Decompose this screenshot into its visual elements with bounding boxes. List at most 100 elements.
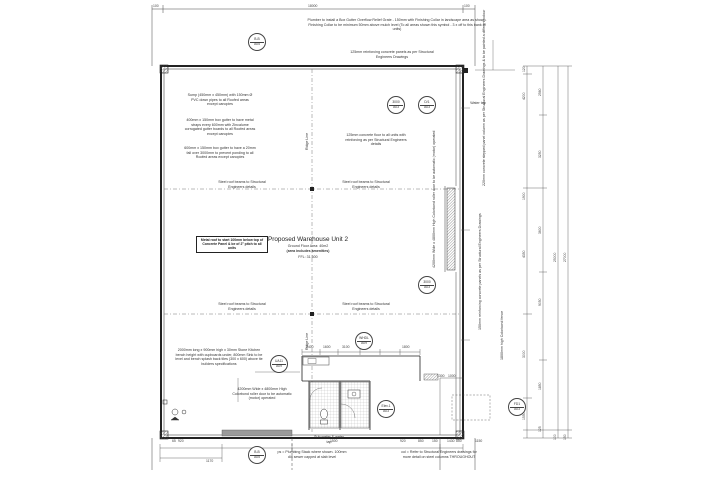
ridge-line-label-top: Ridge Line [305, 132, 309, 150]
section-tag-number: 3000 [423, 280, 431, 284]
dim-bottom-920-left: 920 [178, 439, 184, 443]
dim-right-4200: 4200 [522, 92, 526, 100]
section-tag-number: 3000 [392, 100, 400, 104]
dim-right-9050: 9050 [538, 298, 542, 306]
section-tag-number: WHDL [359, 336, 369, 340]
dim-right-25000: 25000 [553, 252, 557, 262]
right-dimension-chains [523, 65, 572, 439]
note-plumbing-stack: ps = Plumbing Stack where shown. 100mm d… [277, 450, 347, 459]
dim-row-850: 850 [418, 439, 424, 443]
section-tag-number: UA11 [274, 359, 283, 363]
top-dimension-line [151, 5, 476, 66]
note-concrete-panels-right2: 150mm reinforcing concrete panels as per… [478, 213, 482, 330]
dim-top-overall: 18000 [308, 4, 318, 8]
section-tag: D/1 A03 [418, 96, 436, 114]
dim-right-3250: 3250 [538, 150, 542, 158]
section-tag: B-B A05 [248, 446, 266, 464]
note-roller-door-bottom: 4200mm Wide x 4800mm High Colorbond roll… [232, 387, 292, 401]
note-steel-beams-1a: Steel roof beams to Structural Engineers… [218, 180, 266, 189]
section-tag: B-B A05 [248, 33, 266, 51]
section-tag: 3000 A03 [418, 276, 436, 294]
section-tag-number: B-B [254, 37, 260, 41]
dim-top-right: 100 [464, 4, 470, 8]
dim-row-1300: 1300 [437, 374, 445, 378]
dim-top-left: 100 [153, 4, 159, 8]
toilet-room [309, 381, 370, 429]
dim-right-1850: 1850 [538, 382, 542, 390]
note-box-gutter-fall: 600mm x 150mm box gutter to have a 20mm … [184, 146, 256, 160]
dim-right-100: 100 [553, 434, 557, 440]
note-steel-beams-1b: Steel roof beams to Structural Engineers… [342, 180, 390, 189]
dim-row-1500: 1500 [330, 439, 338, 443]
right-wall-roller-door [444, 186, 456, 272]
section-tag-sheet: A03 [424, 285, 430, 290]
section-tag: Elev.1 A03 [377, 400, 395, 418]
section-tag-sheet: A03 [393, 105, 399, 110]
note-col: col = Refer to Structural Engineers draw… [401, 450, 477, 459]
amenities-dimension-row [301, 349, 421, 355]
section-tag-number: Elev.1 [381, 404, 391, 408]
dim-right-1900: 1900 [522, 192, 526, 200]
ridge-line-label-bottom: Ridge Line [305, 332, 309, 350]
dim-bottom-1170: 1170 [206, 459, 214, 463]
note-concrete-floor: 125mm concrete floor to all units with r… [345, 133, 407, 147]
section-tag-number: B-B [254, 450, 260, 454]
overflow-markers [162, 68, 468, 405]
dim-right-3000: 3000 [522, 350, 526, 358]
kitchen-bench [302, 356, 330, 366]
dim-row-850b: 850 [456, 439, 462, 443]
right-step-hatch [423, 373, 439, 381]
dim-row-1800: 1800 [402, 345, 410, 349]
note-kitchen: 2000mm long x 900mm high x 30mm Stone Ki… [175, 348, 263, 366]
dim-row-1600: 1600 [323, 345, 331, 349]
bottom-right-steps [439, 377, 491, 435]
section-tag-sheet: A03 [383, 409, 389, 414]
dim-row-3100: 3100 [342, 345, 350, 349]
dim-right-27000: 27000 [563, 252, 567, 262]
note-roller-door-right: 4200mm Wide x 4800mm High Colorbond roll… [432, 130, 436, 268]
leader-lines [237, 40, 515, 402]
dim-bottom-1430: 1430 [447, 439, 455, 443]
beam-columns [310, 187, 314, 316]
section-tag-sheet: A09 [276, 364, 282, 369]
section-tag-sheet: A03 [424, 105, 430, 110]
dim-right-120: 120 [522, 66, 526, 72]
section-tag: 3000 A03 [387, 96, 405, 114]
section-tag: WHDL A09 [355, 332, 373, 350]
dim-bottom-920-right: 920 [400, 439, 406, 443]
amenities-walls [301, 355, 421, 430]
dim-right-4350: 4350 [522, 250, 526, 258]
dim-row-1150: 1150 [475, 439, 483, 443]
section-tag-sheet: A05 [254, 455, 260, 460]
dim-row-2400: 2400 [306, 345, 314, 349]
unit-title: Proposed Warehouse Unit 2 [267, 236, 349, 243]
section-tag-number: D/1 [424, 100, 430, 104]
corner-columns [159, 64, 465, 440]
dim-bottom-150: 150 [432, 439, 438, 443]
dim-right-2560: 2560 [538, 88, 542, 96]
note-concrete-panels-right: 220mm concrete stepped panel column as p… [482, 9, 486, 186]
dim-right-3600: 3600 [538, 226, 542, 234]
note-concrete-panels-top: 125mm reinforcing concrete panels as per… [350, 50, 434, 59]
note-sump: Sump (450mm x 450mm) with 150mm Ø PVC do… [187, 93, 253, 107]
metal-roof-note: Metal roof to start 100mm below top of C… [196, 236, 268, 253]
note-gutter-overflow: Plumber to install a Box Gutter Overflow… [307, 18, 487, 32]
note-box-gutter: 400mm x 150mm box gutter to have metal s… [184, 118, 256, 136]
note-sub-meter: Sub meter & water tap [314, 435, 344, 444]
note-water-tap: Water tap [470, 101, 486, 105]
left-fixtures [170, 408, 187, 421]
boundary-lines [151, 438, 476, 470]
bottom-roller-door [221, 429, 293, 437]
unit-ffl: FFL: 31.600 [298, 255, 318, 259]
section-tag-sheet: A03 [514, 407, 520, 412]
unit-area: Ground Floor Area: 40m2 [287, 244, 329, 248]
dim-right-150: 150 [563, 434, 567, 440]
note-site-fence: 1800mm high Colorbond fence [500, 310, 504, 360]
section-tag-sheet: A05 [254, 42, 260, 47]
section-tag-sheet: A09 [361, 341, 367, 346]
dim-left-65: 65 [172, 439, 176, 443]
note-steel-beams-2b: Steel roof beams to Structural Engineers… [342, 302, 390, 311]
section-tag: UA11 A09 [270, 355, 288, 373]
section-tag-number: FD1 [513, 402, 521, 406]
